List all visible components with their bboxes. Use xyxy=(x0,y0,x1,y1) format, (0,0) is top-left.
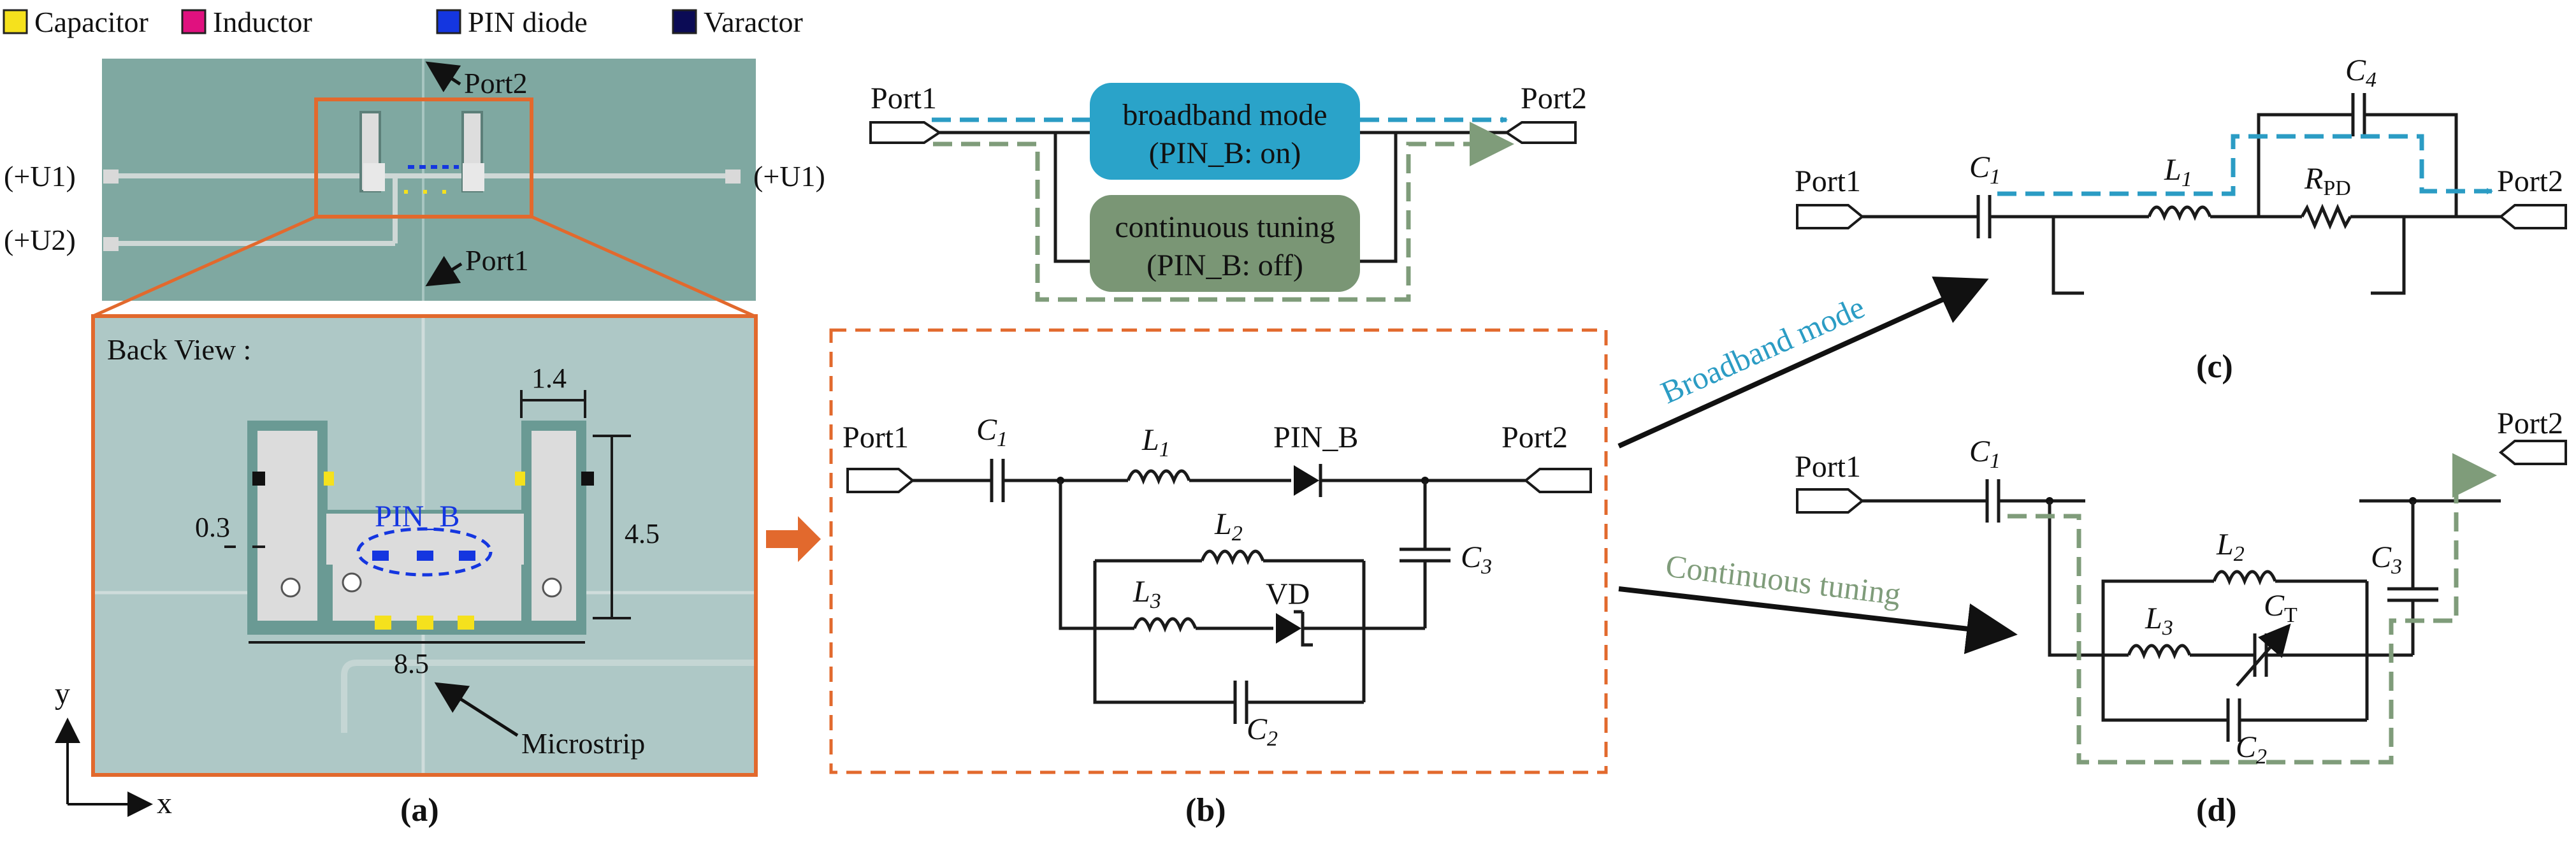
dim-0-3: 0.3 xyxy=(195,512,230,543)
pin-b-on-label: (PIN_B: on) xyxy=(1149,136,1301,170)
axis-y-label: y xyxy=(55,677,70,711)
pin-b-circuit-label: PIN_B xyxy=(1273,421,1358,454)
dim-4-5: 4.5 xyxy=(625,518,660,549)
continuous-tuning-label: continuous tuning xyxy=(1115,210,1335,244)
port1-label: Port1 xyxy=(843,421,909,454)
inductor-l2-d xyxy=(2212,570,2277,586)
c1-label-d: C1 xyxy=(1969,435,2001,473)
broadband-mode-box xyxy=(1090,83,1360,180)
port1-top-label: Port1 xyxy=(871,82,937,115)
u1-right-label: (+U1) xyxy=(753,160,825,192)
u2-label: (+U2) xyxy=(4,224,76,256)
broadband-path-c xyxy=(1997,134,2493,196)
l3-label: L3 xyxy=(1132,575,1161,613)
board-top-view xyxy=(102,59,756,301)
c3-label-d: C3 xyxy=(2371,540,2402,579)
inductor-l2 xyxy=(1200,549,1265,565)
continuous-path xyxy=(933,122,1514,302)
caption-b: (b) xyxy=(1185,792,1226,828)
l1-label-c: L1 xyxy=(2164,153,2192,191)
caption-c: (c) xyxy=(2196,349,2233,385)
u1-left-label: (+U1) xyxy=(4,160,76,192)
resistor-rpd xyxy=(2300,203,2352,230)
continuous-arrow-label: Continuous tuning xyxy=(1664,547,1903,612)
arrow-to-d xyxy=(1618,586,2018,654)
legend-pin-diode-label: PIN diode xyxy=(468,6,588,38)
port2-top-label: Port2 xyxy=(1521,82,1587,115)
legend-inductor-swatch xyxy=(181,9,206,34)
varactor-vd xyxy=(1276,613,1301,644)
dim-8-5: 8.5 xyxy=(394,648,429,679)
inductor-l3-d xyxy=(2127,644,2192,660)
microstrip-label: Microstrip xyxy=(521,727,645,760)
c2-label-d: C2 xyxy=(2236,730,2267,769)
panel-c: Port1 Port2 C1 L1 C4 RPD (c) xyxy=(1795,54,2567,385)
l1-label: L1 xyxy=(1141,423,1170,461)
port1-label-c: Port1 xyxy=(1795,164,1861,198)
caption-a: (a) xyxy=(400,792,439,828)
c1-label: C1 xyxy=(976,413,1008,451)
port2-label-d: Port2 xyxy=(2497,407,2563,440)
pin-b-off-label: (PIN_B: off) xyxy=(1147,249,1303,282)
panel-d: Port1 Port2 C1 L2 L3 CT C3 xyxy=(1795,407,2567,828)
c2-label: C2 xyxy=(1247,712,1278,751)
port2-label-top: Port2 xyxy=(464,67,528,99)
legend-capacitor-label: Capacitor xyxy=(34,6,148,38)
panel-a: Port2 Port1 (+U1) (+U1) (+U2) Back View … xyxy=(4,59,825,828)
back-view-label: Back View : xyxy=(107,333,251,366)
vd-label: VD xyxy=(1266,577,1310,611)
port1-label-bottom: Port1 xyxy=(465,244,529,277)
port2-label: Port2 xyxy=(1501,421,1568,454)
c4-label-c: C4 xyxy=(2345,54,2377,92)
port1-label-d: Port1 xyxy=(1795,450,1861,484)
orange-arrow xyxy=(766,516,821,562)
c3-label: C3 xyxy=(1461,540,1492,579)
pin-diode-pin-b xyxy=(1294,465,1319,496)
caption-d: (d) xyxy=(2196,792,2237,828)
ct-label-d: CT xyxy=(2264,589,2297,627)
circuit-dashed-box xyxy=(829,328,1608,774)
axis-x-label: x xyxy=(157,786,172,820)
arrow-to-c xyxy=(1617,276,1989,449)
legend-varactor-label: Varactor xyxy=(704,6,803,38)
pin-b-highlight xyxy=(356,527,493,577)
port2-label-c: Port2 xyxy=(2497,164,2563,198)
legend-inductor-label: Inductor xyxy=(213,6,312,38)
dim-1-4: 1.4 xyxy=(532,363,567,394)
pin-b-label: PIN_B xyxy=(375,500,459,533)
panel-b: Port1 Port2 broadband mode (PIN_B: on) c… xyxy=(766,82,1608,828)
rpd-label-c: RPD xyxy=(2304,162,2351,200)
c1-label-c: C1 xyxy=(1969,150,2001,189)
inductor-l3 xyxy=(1132,617,1198,633)
inductor-l1-c xyxy=(2147,205,2212,221)
legend-pin-diode-swatch xyxy=(436,9,461,34)
continuous-path-d xyxy=(2008,453,2497,765)
zoom-highlight-box xyxy=(314,98,533,219)
l3-label-d: L3 xyxy=(2145,602,2173,640)
l2-label: L2 xyxy=(1214,507,1243,545)
continuous-tuning-box xyxy=(1090,195,1360,292)
broadband-mode-label: broadband mode xyxy=(1122,98,1327,132)
legend-varactor-swatch xyxy=(672,9,697,34)
legend-capacitor-swatch xyxy=(3,9,28,34)
inductor-l1 xyxy=(1126,469,1191,485)
l2-label-d: L2 xyxy=(2216,528,2245,566)
legend: Capacitor Inductor PIN diode Varactor xyxy=(3,6,803,38)
